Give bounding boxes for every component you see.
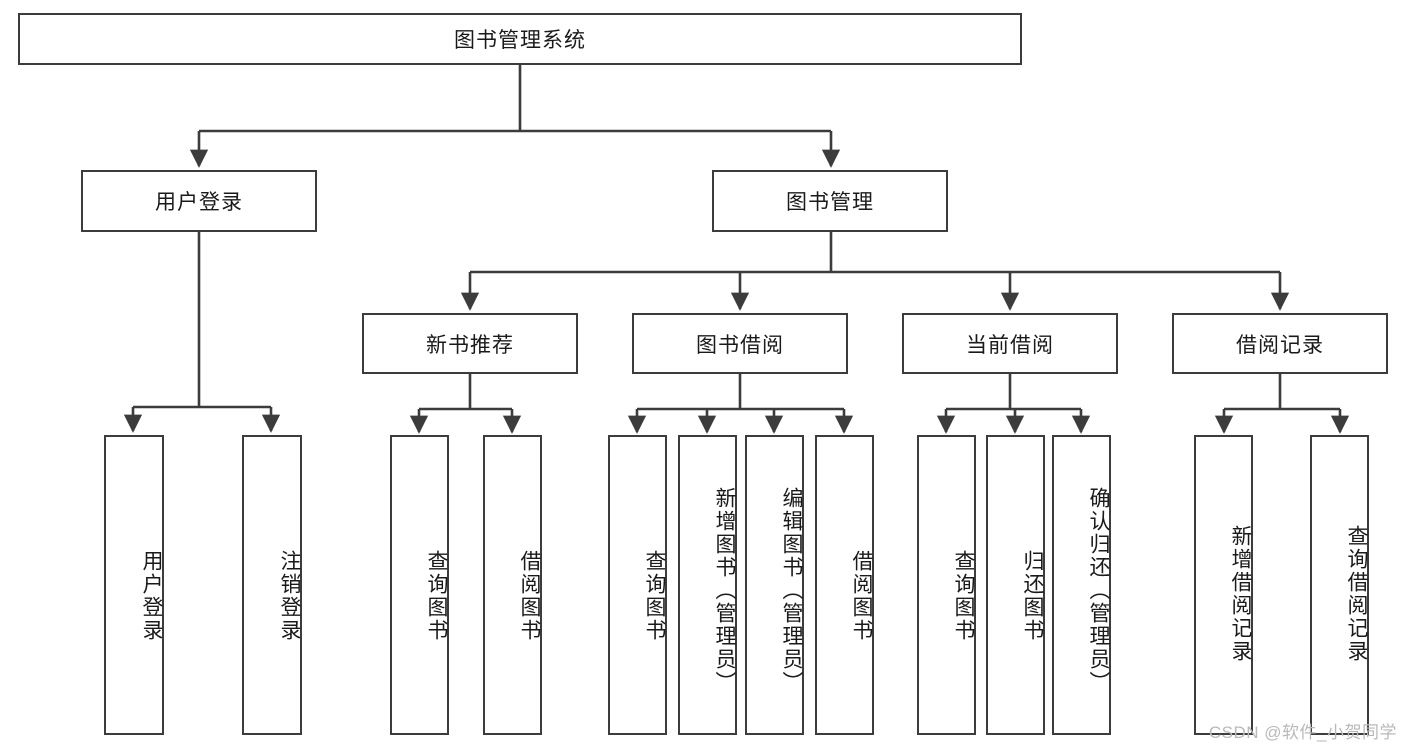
node-leaf-current-query[interactable]: 查询图书 — [917, 435, 976, 735]
node-leaf-current-confirm[interactable]: 确认归还（管理员） — [1052, 435, 1111, 735]
node-borrow-records-label: 借阅记录 — [1236, 333, 1324, 357]
node-leaf-current-return[interactable]: 归还图书 — [986, 435, 1045, 735]
node-leaf-borrow-lend-label: 借阅图书 — [850, 550, 873, 642]
node-leaf-newbook-query[interactable]: 查询图书 — [390, 435, 449, 735]
node-leaf-user-login-label: 用户登录 — [140, 550, 163, 642]
node-leaf-newbook-borrow[interactable]: 借阅图书 — [483, 435, 542, 735]
node-leaf-borrow-lend[interactable]: 借阅图书 — [815, 435, 874, 735]
node-leaf-borrow-edit-label: 编辑图书（管理员） — [780, 486, 803, 694]
node-current-borrow[interactable]: 当前借阅 — [902, 313, 1118, 374]
node-leaf-user-login[interactable]: 用户登录 — [104, 435, 164, 735]
node-book-borrow[interactable]: 图书借阅 — [632, 313, 848, 374]
node-user-login-label: 用户登录 — [155, 191, 243, 214]
watermark: CSDN @软件_小贺同学 — [1208, 723, 1397, 742]
node-leaf-user-logout[interactable]: 注销登录 — [242, 435, 302, 735]
node-root[interactable]: 图书管理系统 — [18, 13, 1022, 65]
node-leaf-records-add[interactable]: 新增借阅记录 — [1194, 435, 1253, 735]
node-root-label: 图书管理系统 — [454, 29, 586, 52]
node-current-borrow-label: 当前借阅 — [966, 333, 1054, 357]
node-leaf-borrow-query-label: 查询图书 — [643, 550, 666, 642]
node-leaf-borrow-edit[interactable]: 编辑图书（管理员） — [745, 435, 804, 735]
node-leaf-newbook-query-label: 查询图书 — [425, 550, 448, 642]
node-book-management[interactable]: 图书管理 — [712, 170, 948, 232]
node-leaf-current-query-label: 查询图书 — [952, 550, 975, 642]
node-leaf-current-confirm-label: 确认归还（管理员） — [1087, 486, 1110, 694]
node-leaf-records-query[interactable]: 查询借阅记录 — [1310, 435, 1369, 735]
node-leaf-current-return-label: 归还图书 — [1021, 550, 1044, 642]
node-leaf-newbook-borrow-label: 借阅图书 — [518, 550, 541, 642]
node-book-borrow-label: 图书借阅 — [696, 333, 784, 357]
node-leaf-user-logout-label: 注销登录 — [278, 550, 301, 642]
node-leaf-borrow-add-label: 新增图书（管理员） — [713, 486, 736, 694]
node-leaf-borrow-query[interactable]: 查询图书 — [608, 435, 667, 735]
node-book-management-label: 图书管理 — [786, 191, 874, 214]
node-new-book-recommend-label: 新书推荐 — [426, 333, 514, 357]
node-leaf-borrow-add[interactable]: 新增图书（管理员） — [678, 435, 737, 735]
node-leaf-records-add-label: 新增借阅记录 — [1229, 525, 1252, 663]
node-user-login[interactable]: 用户登录 — [81, 170, 317, 232]
node-new-book-recommend[interactable]: 新书推荐 — [362, 313, 578, 374]
node-leaf-records-query-label: 查询借阅记录 — [1345, 525, 1368, 663]
node-borrow-records[interactable]: 借阅记录 — [1172, 313, 1388, 374]
